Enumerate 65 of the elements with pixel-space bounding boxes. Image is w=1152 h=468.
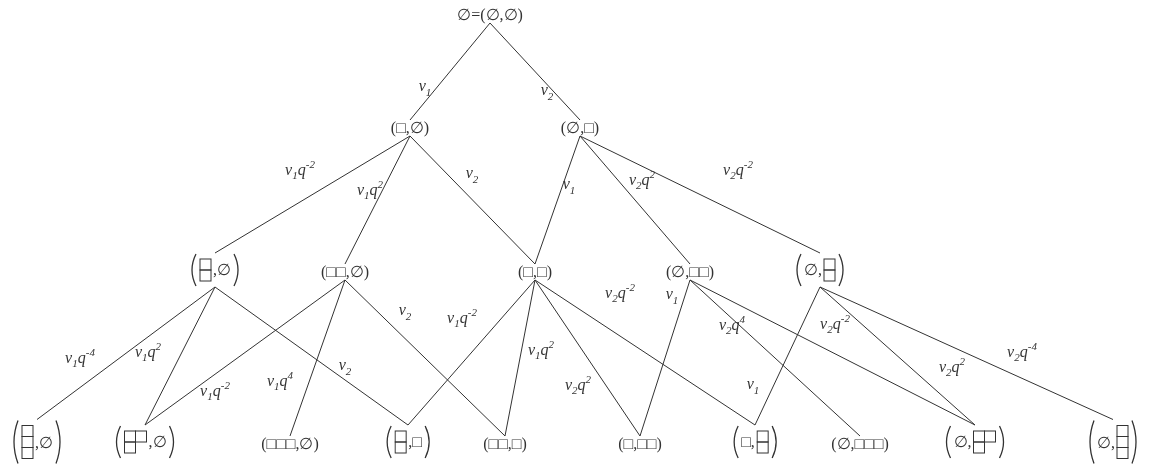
edge-label: v$_{1}$q$^{-4}$ [65, 347, 95, 369]
edge-label: v$_{2}$q$^{4}$ [718, 314, 746, 336]
edge-label: v$_{2}$ [465, 165, 479, 185]
bipartition-label: □, [741, 434, 755, 450]
bipartition-label: ∅=(∅,∅) [457, 7, 523, 23]
connector-line [534, 135, 581, 265]
bipartition-label: (∅,□) [560, 120, 600, 136]
connector-line [407, 279, 536, 426]
edge-label: v$_{2}$ [540, 82, 554, 102]
edge-label: v$_{2}$q$^{-2}$ [605, 282, 635, 304]
connector-line [409, 22, 491, 121]
connector-line [289, 279, 346, 437]
bipartition-label: (□,□) [518, 264, 552, 280]
bipartition-label: ,□ [408, 434, 422, 450]
connector-line [144, 286, 216, 426]
bipartition-label: (□,∅) [390, 120, 430, 136]
edge-label: v$_{2}$ [398, 302, 412, 322]
bipartition-label: (∅,□□□) [831, 436, 889, 452]
connector-line [409, 135, 536, 265]
connector-line [344, 135, 411, 265]
connector-line [819, 286, 976, 426]
edge-label: v$_{1}$q$^{2}$ [527, 339, 555, 361]
bipartition-label: (□,□□) [618, 436, 662, 452]
edge-label: v$_{2}$ [338, 357, 352, 377]
connector-line [489, 22, 581, 121]
connector-line [214, 135, 411, 254]
edge-label: v$_{2}$q$^{2}$ [938, 356, 966, 378]
connector-line [579, 135, 691, 265]
connector-line [534, 279, 641, 437]
edge-label: v$_{1}$q$^{-2}$ [447, 307, 477, 329]
bipartition-label: (□□,∅) [321, 264, 369, 280]
connector-line [754, 286, 821, 426]
connector-line [504, 279, 536, 437]
edge-label: v$_{1}$q$^{-2}$ [285, 159, 315, 181]
edge-label: v$_{2}$q$^{-4}$ [1007, 341, 1037, 363]
connector-line [344, 279, 506, 437]
connector-line [689, 279, 861, 437]
edge-label: v$_{1}$ [418, 78, 432, 98]
connector-line [579, 135, 821, 254]
bipartition-label: (□□,□) [483, 436, 527, 452]
edge-label: v$_{1}$q$^{4}$ [266, 370, 294, 392]
edge-label: v$_{1}$ [746, 376, 760, 396]
connector-line [534, 279, 756, 426]
bipartition-label: ,∅ [35, 434, 53, 450]
edge-label: v$_{1}$q$^{-2}$ [200, 380, 230, 402]
connector-line [214, 286, 409, 426]
connector-line [144, 279, 346, 426]
edge-label: v$_{1}$q$^{2}$ [356, 179, 384, 201]
edge-label: v$_{1}$ [665, 286, 679, 306]
edge-label: v$_{2}$q$^{-2}$ [820, 313, 850, 335]
connector-line [639, 279, 691, 437]
connector-line [36, 286, 216, 420]
bipartition-label: (□□□,∅) [261, 436, 319, 452]
bipartition-label: ,∅ [213, 262, 231, 278]
bipartition-label: ∅, [1097, 434, 1115, 450]
edge-label: v$_{1}$q$^{2}$ [134, 341, 162, 363]
edge-label: v$_{2}$q$^{2}$ [564, 374, 592, 396]
edge-label: v$_{2}$q$^{-2}$ [723, 159, 753, 181]
bipartition-label: ∅, [804, 262, 822, 278]
bipartition-label: ,∅ [148, 434, 167, 450]
edge-label: v$_{2}$q$^{2}$ [628, 169, 656, 191]
bipartition-label: (∅,□□) [666, 264, 714, 280]
edge-label: v$_{1}$ [562, 176, 576, 196]
connector-line [819, 286, 1114, 420]
bipartition-label: ∅, [953, 434, 972, 450]
